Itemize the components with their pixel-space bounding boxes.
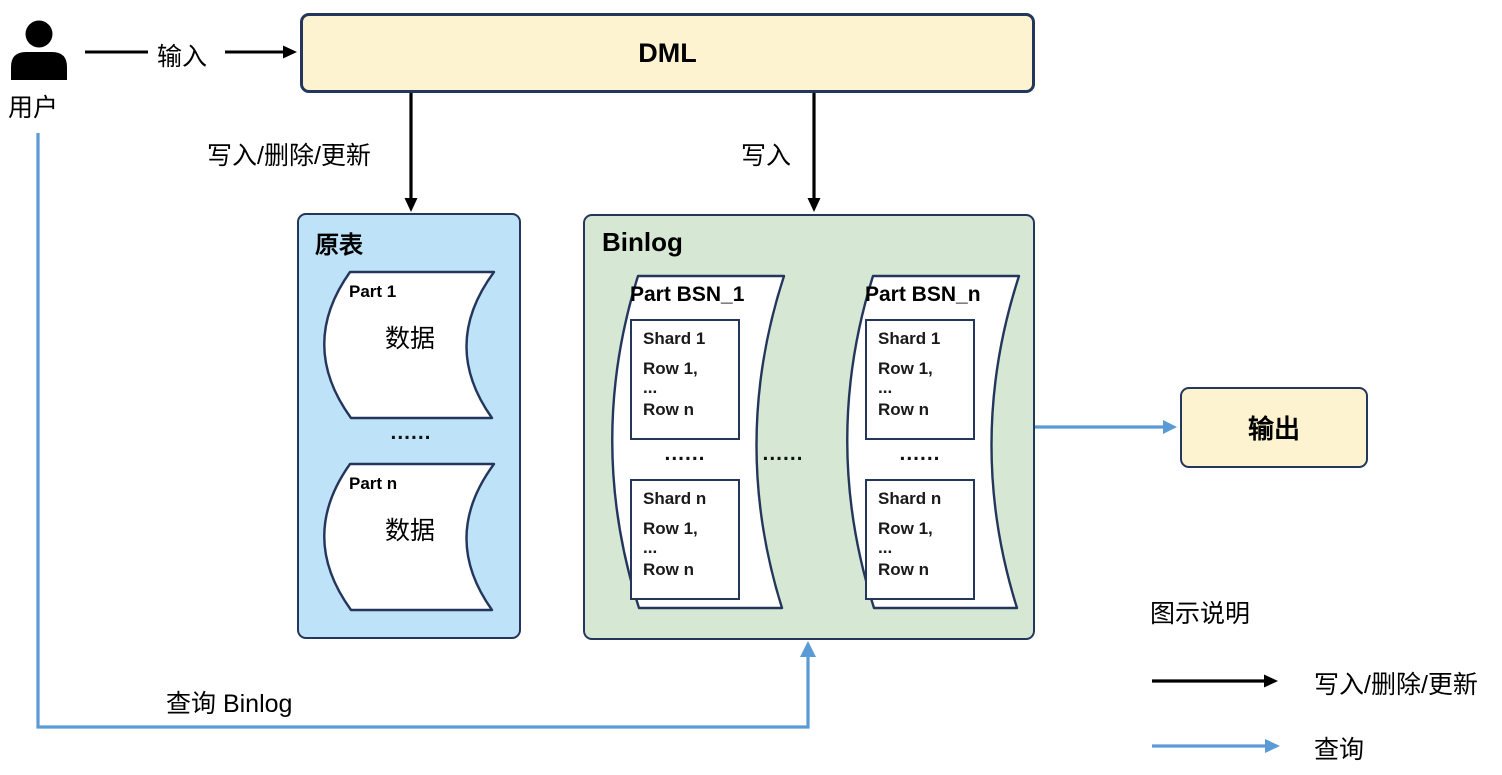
query-binlog-arrow <box>36 133 816 729</box>
binlog-dots: ...... <box>762 442 804 465</box>
shard-line: Row n <box>643 400 694 419</box>
binlog-part-bsn-n: Part BSN_n Shard 1 Row 1, ... Row n ....… <box>845 273 1024 611</box>
legend-black-arrow <box>1152 674 1278 688</box>
shard-line: Shard 1 <box>643 329 706 348</box>
user-label: 用户 <box>8 94 59 122</box>
shard-line: Row 1, <box>643 519 698 538</box>
legend-title: 图示说明 <box>1150 600 1251 628</box>
source-part-content: 数据 <box>384 325 435 353</box>
shard-box: Shard n Row 1, ... Row n <box>865 479 975 600</box>
shard-line: Row n <box>878 400 929 419</box>
binlog-part-title: Part BSN_n <box>865 283 981 306</box>
binlog-box: Binlog Part BSN_1 Shard 1 Row 1, ... Row… <box>583 214 1035 640</box>
output-box-label: 输出 <box>1247 414 1300 444</box>
dml-box: DML <box>300 13 1035 93</box>
shard-box: Shard n Row 1, ... Row n <box>630 479 740 600</box>
source-table-dots: ...... <box>390 421 432 444</box>
dml-to-source-arrow <box>404 93 418 212</box>
shard-line: Row 1, <box>643 359 698 378</box>
query-binlog-label: 查询 Binlog <box>166 690 293 718</box>
shard-box: Shard 1 Row 1, ... Row n <box>865 319 975 440</box>
source-part-content: 数据 <box>384 517 435 545</box>
shard-line: Row 1, <box>878 519 933 538</box>
legend-blue-arrow <box>1152 739 1280 753</box>
source-part-1: Part 1 数据 <box>322 269 499 421</box>
shard-line: Row n <box>878 560 929 579</box>
shard-line: ... <box>643 538 658 557</box>
binlog-part-title: Part BSN_1 <box>630 283 745 306</box>
shard-line: ... <box>878 378 893 397</box>
user-icon <box>11 20 67 80</box>
legend-item-query-label: 查询 <box>1314 736 1365 764</box>
shard-line: Row n <box>643 560 694 579</box>
source-table-title: 原表 <box>315 232 363 259</box>
binlog-part-bsn-1: Part BSN_1 Shard 1 Row 1, ... Row n ....… <box>610 273 789 611</box>
shard-box: Shard 1 Row 1, ... Row n <box>630 319 740 440</box>
shard-line: Row 1, <box>878 359 933 378</box>
shard-line: ... <box>643 378 658 397</box>
binlog-to-output-arrow <box>1035 420 1177 434</box>
binlog-part-dots: ...... <box>899 442 941 465</box>
shard-line: Shard 1 <box>878 329 941 348</box>
legend-item-write-label: 写入/删除/更新 <box>1314 671 1478 699</box>
input-arrow <box>85 45 297 59</box>
shard-line: Shard n <box>878 489 942 508</box>
source-part-n: Part n 数据 <box>322 461 499 613</box>
output-box: 输出 <box>1180 387 1368 468</box>
write-label: 写入 <box>741 142 792 170</box>
dml-box-label: DML <box>638 37 697 68</box>
shard-line: ... <box>878 538 893 557</box>
source-part-title: Part n <box>349 474 398 493</box>
curved-page-shape <box>323 270 496 420</box>
dml-to-binlog-arrow <box>807 93 821 212</box>
curved-page-shape <box>323 462 496 612</box>
source-table-box: 原表 Part 1 数据 ...... Part n 数据 <box>297 213 521 639</box>
input-label: 输入 <box>157 43 208 71</box>
binlog-title: Binlog <box>602 227 683 257</box>
source-part-title: Part 1 <box>349 282 397 301</box>
shard-line: Shard n <box>643 489 707 508</box>
write-delete-update-label: 写入/删除/更新 <box>207 142 371 170</box>
binlog-part-dots: ...... <box>664 442 706 465</box>
